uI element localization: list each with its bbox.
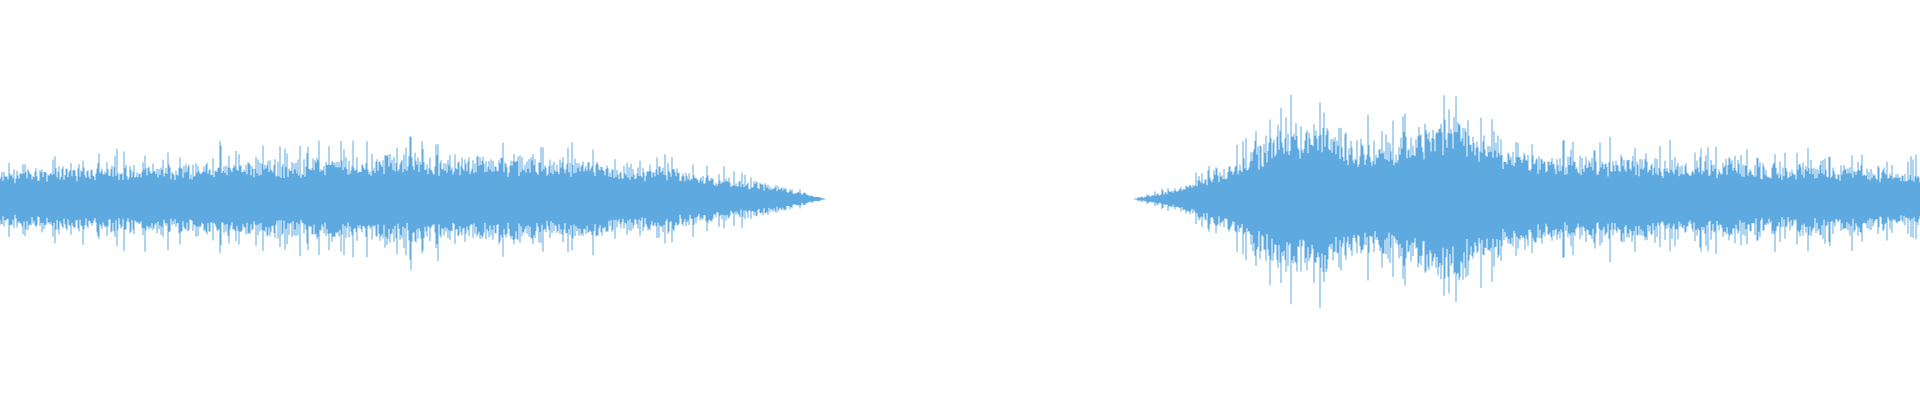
waveform-clip-1-body <box>0 182 825 216</box>
waveform-clip-2-body <box>1134 170 1920 228</box>
waveform-segments <box>0 94 1920 308</box>
